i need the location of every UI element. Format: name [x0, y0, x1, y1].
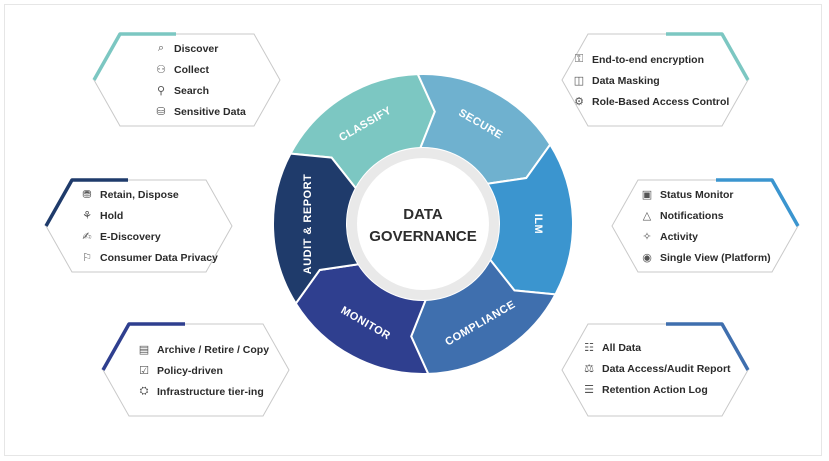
access-control-icon: ⚙: [574, 96, 584, 108]
ilm-panel: ▣ Status Monitor △ Notifications ✧ Activity ◉ S…: [610, 178, 800, 274]
panel-list-item: △ Notifications: [640, 205, 771, 226]
center-title-line2: GOVERNANCE: [369, 228, 477, 245]
panel-list-item: ⛁ Sensitive Data: [154, 101, 246, 122]
panel-list-item: ☑ Policy-driven: [137, 360, 269, 381]
policy-icon: ☑: [139, 365, 149, 377]
infrastructure-icon: ⛭: [139, 385, 149, 397]
monitor-icon: ▣: [641, 189, 653, 201]
panel-item-label: Status Monitor: [660, 188, 734, 201]
privacy-icon: ⚐: [82, 252, 92, 264]
search-icon: ⚲: [156, 85, 166, 97]
panel-accent: [92, 32, 176, 81]
panel-list-item: ◫ Data Masking: [572, 70, 729, 91]
log-icon: ☰: [584, 384, 594, 396]
panel-item-label: Infrastructure tier-ing: [157, 385, 264, 398]
all-data-icon: ☷: [584, 342, 594, 354]
secure-panel-shape: [561, 32, 750, 127]
panel-list-item: ⚇ Collect: [154, 59, 246, 80]
encryption-icon: ⚿: [574, 53, 584, 65]
center-title-line1: DATA: [403, 206, 443, 223]
panel-item-list: ▤ Archive / Retire / Copy ☑ Policy-driven ⛭ I…: [137, 339, 269, 402]
panel-item-label: Retention Action Log: [602, 383, 708, 396]
panel-item-label: Sensitive Data: [174, 105, 246, 118]
audit-icon: ⚖: [584, 363, 594, 375]
panel-item-label: Role-Based Access Control: [592, 95, 730, 108]
panel-item-list: ▣ Status Monitor △ Notifications ✧ Activity ◉ S…: [640, 184, 771, 268]
panel-list-item: ✧ Activity: [640, 226, 771, 247]
panel-item-label: Discover: [174, 42, 219, 55]
monitor-panel: ▤ Archive / Retire / Copy ☑ Policy-driven ⛭ I…: [101, 322, 291, 418]
panel-item-list: ⚿ End-to-end encryption ◫ Data Masking ⚙ Role…: [572, 49, 730, 112]
panel-item-label: All Data: [602, 341, 642, 354]
panel-item-label: Activity: [660, 230, 698, 243]
panel-list-item: ⌕ Discover: [154, 38, 246, 59]
ilm-panel-shape: [611, 178, 800, 273]
panel-list-item: ⚲ Search: [154, 80, 246, 101]
panel-list-item: ⚙ Role-Based Access Control: [572, 91, 729, 112]
activity-icon: ✧: [642, 231, 652, 243]
secure-panel: ⚿ End-to-end encryption ◫ Data Masking ⚙ Role…: [560, 32, 750, 128]
masking-icon: ◫: [573, 75, 585, 87]
classify-panel-shape: [92, 32, 281, 127]
panel-list-item: ⚿ End-to-end encryption: [572, 49, 729, 70]
monitor-panel-shape: [101, 322, 290, 417]
classify-panel: ⌕ Discover ⚇ Collect ⚲ Search ⛁ Sensitive Data: [92, 32, 282, 128]
panel-item-label: Search: [174, 84, 210, 97]
compliance-panel: ☷ All Data ⚖ Data Access/Audit Report ☰ Reten…: [560, 322, 750, 418]
panel-list-item: ✍ E-Discovery: [80, 226, 218, 247]
panel-item-label: Notifications: [660, 209, 724, 222]
panel-item-list: ☷ All Data ⚖ Data Access/Audit Report ☰ Reten…: [582, 337, 731, 400]
panel-item-label: Archive / Retire / Copy: [157, 343, 270, 356]
panel-accent: [666, 322, 750, 371]
retain-icon: ⛃: [82, 189, 92, 201]
panel-item-label: Retain, Dispose: [100, 188, 179, 201]
panel-list-item: ☷ All Data: [582, 337, 731, 358]
panel-list-item: ▤ Archive / Retire / Copy: [137, 339, 269, 360]
panel-item-label: Data Access/Audit Report: [602, 362, 731, 375]
sensitive-data-icon: ⛁: [156, 106, 166, 118]
center-disc: [357, 158, 489, 290]
panel-list-item: ⚘ Hold: [80, 205, 218, 226]
audit-panel-shape: [44, 178, 233, 273]
panel-list-item: ⛃ Retain, Dispose: [80, 184, 218, 205]
ediscovery-icon: ✍: [82, 231, 92, 243]
wheel-segment-label: AUDIT & REPORT: [302, 174, 314, 275]
wheel-segment-label: ILM: [532, 214, 544, 234]
bell-icon: △: [642, 210, 652, 222]
panel-list-item: ⚖ Data Access/Audit Report: [582, 358, 731, 379]
eye-icon: ◉: [642, 252, 652, 264]
archive-icon: ▤: [138, 344, 150, 356]
collect-icon: ⚇: [156, 64, 166, 76]
panel-item-label: Consumer Data Privacy: [100, 251, 218, 264]
panel-item-label: Policy-driven: [157, 364, 223, 377]
panel-item-label: Collect: [174, 63, 210, 76]
diagram-frame: [4, 4, 822, 456]
panel-list-item: ▣ Status Monitor: [640, 184, 771, 205]
panel-item-label: Data Masking: [592, 74, 660, 87]
audit-panel: ⛃ Retain, Dispose ⚘ Hold ✍ E-Discovery ⚐ Consum…: [44, 178, 234, 274]
discover-icon: ⌕: [157, 42, 165, 54]
panel-list-item: ⚐ Consumer Data Privacy: [80, 247, 218, 268]
panel-accent: [44, 178, 128, 227]
panel-item-list: ⛃ Retain, Dispose ⚘ Hold ✍ E-Discovery ⚐ Consum…: [80, 184, 218, 268]
panel-list-item: ⛭ Infrastructure tier-ing: [137, 381, 269, 402]
panel-list-item: ☰ Retention Action Log: [582, 379, 731, 400]
compliance-panel-shape: [561, 322, 750, 417]
panel-list-item: ◉ Single View (Platform): [640, 247, 771, 268]
hold-icon: ⚘: [82, 210, 92, 222]
panel-item-label: E-Discovery: [100, 230, 161, 243]
panel-item-label: Single View (Platform): [660, 251, 771, 264]
panel-item-label: End-to-end encryption: [592, 53, 704, 66]
panel-accent: [666, 32, 750, 81]
panel-accent: [101, 322, 185, 371]
panel-item-list: ⌕ Discover ⚇ Collect ⚲ Search ⛁ Sensitive Data: [154, 38, 246, 122]
panel-item-label: Hold: [100, 209, 124, 222]
panel-accent: [716, 178, 800, 227]
